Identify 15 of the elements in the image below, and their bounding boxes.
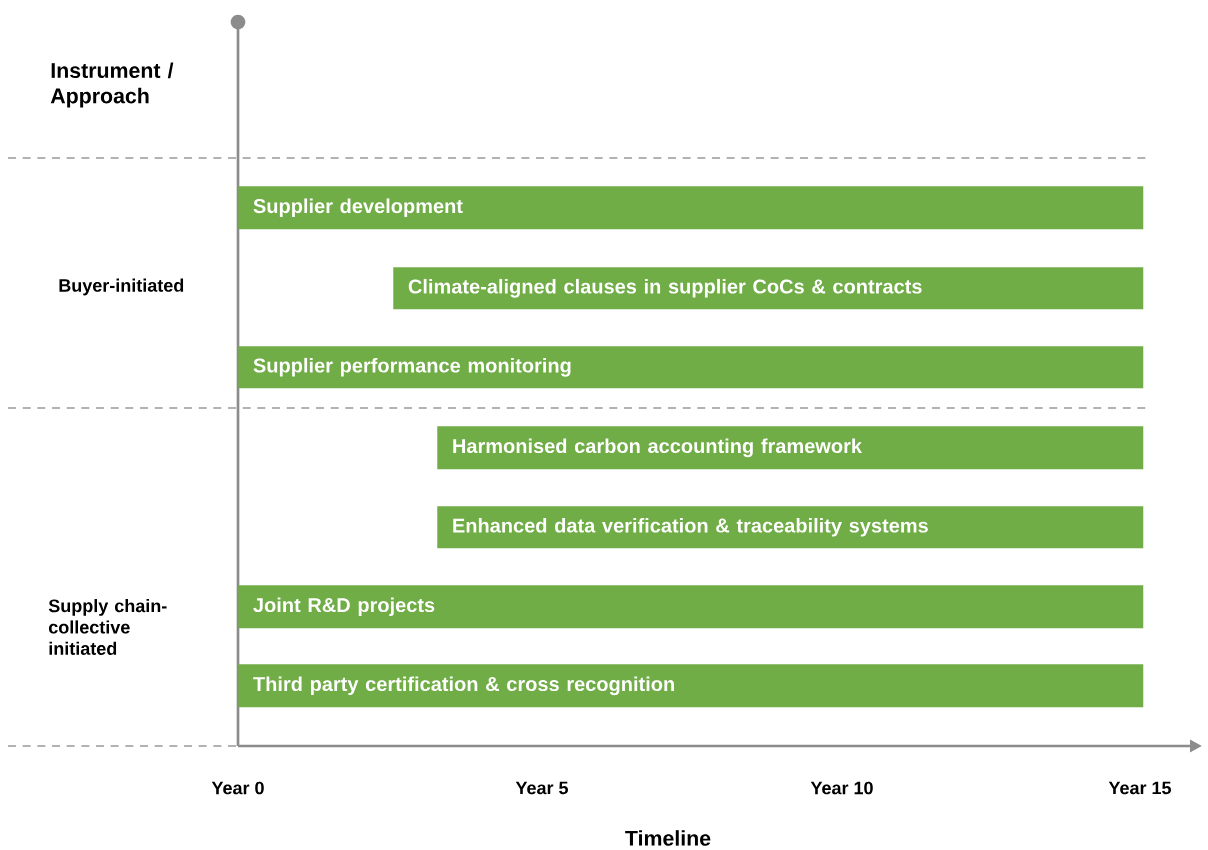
timeline-bar: Climate-aligned clauses in supplier CoCs & contracts: [393, 267, 1144, 310]
axis-title: Instrument / Approach: [50, 62, 174, 108]
timeline-bar: Joint R&D projects: [238, 585, 1144, 629]
tick-label: Year 10: [810, 781, 873, 795]
tick-label: Year 15: [1108, 781, 1171, 795]
timeline-bar: Enhanced data verification & traceability systems: [437, 506, 1144, 549]
timeline-bar: Third party certification & cross recognition: [238, 664, 1144, 708]
timeline-bar: Harmonised carbon accounting framework: [437, 426, 1144, 470]
tick-label: Year 5: [515, 781, 568, 795]
group-label: Supply chain-collective initiated: [48, 599, 167, 655]
timeline-bar: Supplier development: [238, 186, 1144, 230]
group-label: Buyer-initiated: [59, 278, 184, 296]
timeline-bar: Supplier performance monitoring: [238, 346, 1144, 389]
axis-title: Timeline: [625, 830, 711, 846]
tick-label: Year 0: [211, 781, 264, 795]
